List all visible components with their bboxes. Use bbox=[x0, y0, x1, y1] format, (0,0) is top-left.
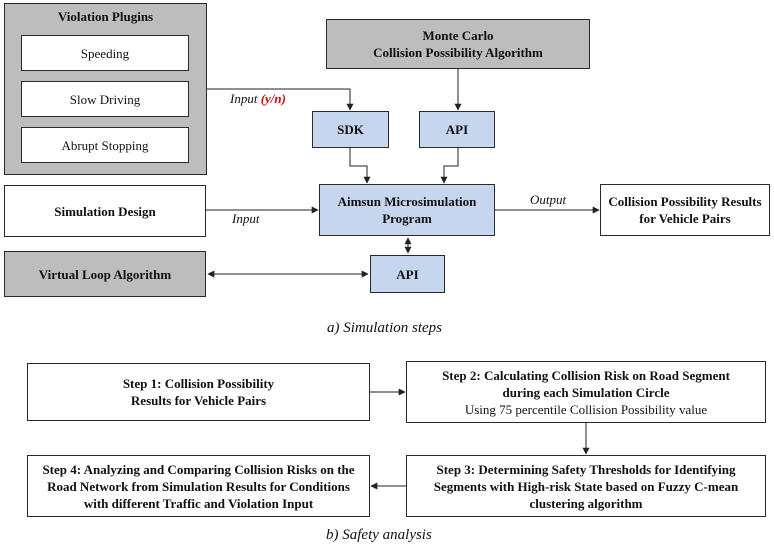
sdk-label: SDK bbox=[337, 122, 364, 137]
input-yn-label: Input (y/n) bbox=[230, 91, 286, 107]
step1-line2: Results for Vehicle Pairs bbox=[130, 393, 267, 408]
arrow-sdk-to-aimsun bbox=[349, 148, 371, 184]
virtual-loop-box: Virtual Loop Algorithm bbox=[4, 251, 206, 297]
plugin-speeding: Speeding bbox=[21, 35, 189, 71]
step4-box: Step 4: Analyzing and Comparing Collisio… bbox=[27, 455, 370, 517]
caption-safety-analysis: b) Safety analysis bbox=[326, 527, 432, 543]
step4-line1: Step 4: Analyzing and Comparing Collisio… bbox=[42, 461, 355, 477]
step2-box: Step 2: Calculating Collision Risk on Ro… bbox=[406, 361, 766, 423]
caption-simulation-steps: a) Simulation steps bbox=[327, 320, 442, 336]
virtual-loop-label: Virtual Loop Algorithm bbox=[38, 266, 172, 282]
step3-line2: Segments with High-risk State based on F… bbox=[433, 478, 739, 494]
aimsun-line2: Program bbox=[382, 211, 432, 226]
output-label: Output bbox=[530, 192, 567, 207]
step3-box: Step 3: Determining Safety Thresholds fo… bbox=[406, 455, 766, 517]
api-top-box: API bbox=[419, 111, 495, 148]
step3-line3: clustering algorithm bbox=[529, 495, 643, 511]
results-line2: for Vehicle Pairs bbox=[639, 211, 731, 226]
monte-carlo-line2: Collision Possibility Algorithm bbox=[373, 45, 543, 60]
aimsun-box: Aimsun Microsimulation Program bbox=[319, 184, 495, 236]
step1-line1: Step 1: Collision Possibility bbox=[122, 376, 275, 391]
api-top-label: API bbox=[445, 122, 469, 137]
api-bottom-label: API bbox=[396, 266, 419, 282]
step1-box: Step 1: Collision Possibility Results fo… bbox=[27, 363, 370, 421]
api-bottom-box: API bbox=[370, 255, 445, 293]
monte-carlo-line1: Monte Carlo bbox=[422, 28, 494, 43]
simulation-design-label: Simulation Design bbox=[54, 203, 156, 219]
step2-line3: Using 75 percentile Collision Possibilit… bbox=[464, 401, 708, 417]
plugin-abrupt-stopping-label: Abrupt Stopping bbox=[61, 137, 149, 153]
step2-line1: Step 2: Calculating Collision Risk on Ro… bbox=[442, 367, 730, 383]
plugin-speeding-label: Speeding bbox=[80, 45, 130, 61]
arrow-api-to-aimsun bbox=[440, 148, 459, 184]
plugin-slow-driving: Slow Driving bbox=[21, 81, 189, 117]
aimsun-line1: Aimsun Microsimulation bbox=[337, 194, 477, 209]
results-box: Collision Possibility Results for Vehicl… bbox=[600, 184, 770, 236]
input-yn-suffix: (y/n) bbox=[260, 91, 286, 106]
plugin-slow-driving-label: Slow Driving bbox=[69, 91, 141, 107]
sdk-box: SDK bbox=[312, 111, 389, 148]
step3-line1: Step 3: Determining Safety Thresholds fo… bbox=[436, 461, 736, 477]
input-label: Input bbox=[232, 211, 260, 226]
step2-line2: during each Simulation Circle bbox=[502, 384, 670, 400]
step4-line3: with different Traffic and Violation Inp… bbox=[83, 495, 314, 511]
simulation-design-box: Simulation Design bbox=[4, 185, 206, 237]
monte-carlo-box: Monte Carlo Collision Possibility Algori… bbox=[326, 19, 590, 69]
plugin-abrupt-stopping: Abrupt Stopping bbox=[21, 127, 189, 163]
violation-plugins-title: Violation Plugins bbox=[57, 9, 154, 24]
arrow-plugins-to-sdk bbox=[207, 88, 354, 111]
step4-line2: Road Network from Simulation Results for… bbox=[47, 478, 350, 494]
input-yn-prefix: Input bbox=[230, 91, 261, 106]
results-line1: Collision Possibility Results bbox=[608, 194, 762, 209]
